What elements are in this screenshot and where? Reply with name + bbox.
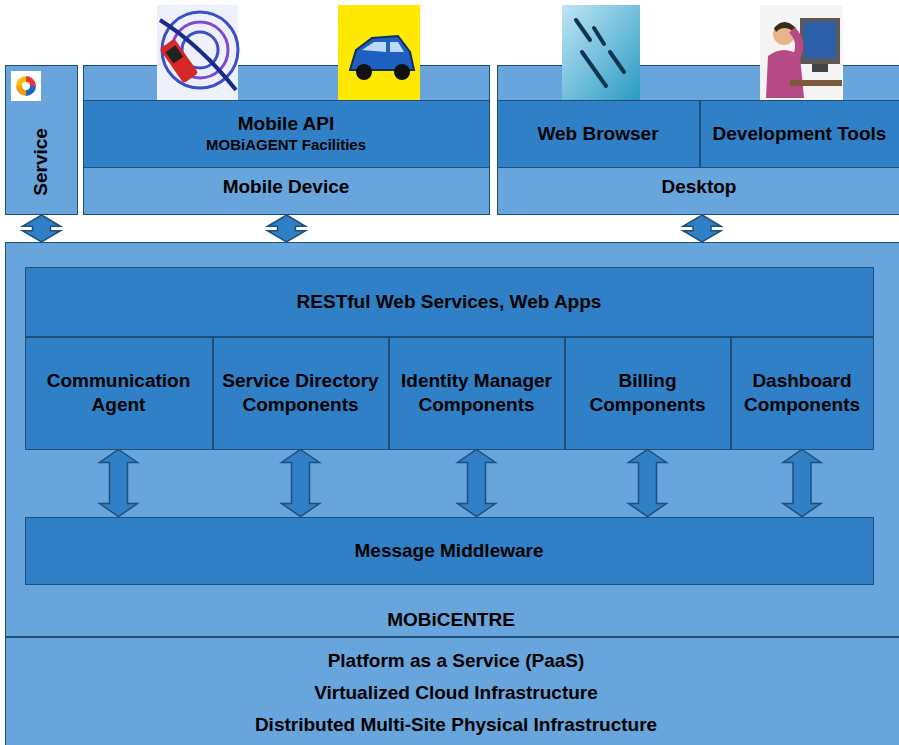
component-box: Identity Manager Components [389,337,565,450]
text-box: RESTful Web Services, Web Apps [26,268,873,336]
service-icon [11,71,41,101]
box-label: MOBiCENTRE [387,608,515,632]
box-label: Desktop [662,175,737,199]
text-box: Message Middleware [26,518,873,584]
box-label: RESTful Web Services, Web Apps [297,290,602,314]
box-label: Mobile API [238,112,334,136]
api-box: Mobile APIMOBiAGENT Facilities [83,100,490,168]
double-arrow [282,450,320,517]
box-label: Dashboard Components [738,369,867,417]
platform-region: RESTful Web Services, Web AppsCommunicat… [5,242,899,637]
infrastructure-band: Platform as a Service (PaaS) Virtualized … [5,637,899,745]
text-box: Desktop [498,169,899,205]
text-box: Identity Manager Components [390,338,564,449]
component-box: Dashboard Components [731,337,874,450]
text-box: Web Browser [498,101,699,167]
text-box: Platform as a Service (PaaS) Virtualized … [6,638,899,745]
box-label: Web Browser [537,122,658,146]
car-picture [338,5,420,100]
text-box: Mobile Device [84,169,488,205]
vertical-label: Service [29,128,53,196]
component-box: Service Directory Components [213,337,389,450]
box-label: Development Tools [713,122,887,146]
middleware-box: Message Middleware [25,517,874,585]
box-label: Message Middleware [354,539,543,563]
text-box: Service [6,111,76,213]
box-label: Virtualized Cloud Infrastructure [314,681,598,705]
service-box: Service [5,65,78,215]
double-arrow [458,450,496,517]
device-box: Mobile APIMOBiAGENT FacilitiesMobile Dev… [83,65,490,215]
service-layer-box: RESTful Web Services, Web Apps [25,267,874,337]
double-arrow [23,215,61,242]
device-box: Web Browser Development ToolsDesktop [497,65,899,215]
box-label: Distributed Multi-Site Physical Infrastr… [255,713,657,737]
double-arrow [100,450,138,517]
box-label: Platform as a Service (PaaS) [328,649,585,673]
browser-address-picture [562,5,640,100]
double-arrow [268,215,306,242]
double-arrow [783,450,821,517]
app-box: Development Tools [700,100,899,168]
component-box: Communication Agent [25,337,213,450]
text-box: MOBiCENTRE [6,604,896,636]
developer-picture [760,5,843,100]
text-box: Development Tools [701,101,899,167]
text-box: Billing Components [566,338,730,449]
box-label: Billing Components [572,369,724,417]
app-box: Web Browser [497,100,700,168]
text-box: Dashboard Components [732,338,873,449]
text-box: Service Directory Components [214,338,388,449]
component-box: Billing Components [565,337,731,450]
box-label: Mobile Device [223,175,350,199]
double-arrow [683,215,721,242]
text-box: Mobile APIMOBiAGENT Facilities [84,101,489,167]
double-arrow [629,450,667,517]
box-label: Service Directory Components [220,369,382,417]
box-label: Communication Agent [32,369,206,417]
phone-picture [157,5,238,100]
box-label: MOBiAGENT Facilities [206,136,366,155]
box-label: Identity Manager Components [396,369,558,417]
text-box: Communication Agent [26,338,212,449]
